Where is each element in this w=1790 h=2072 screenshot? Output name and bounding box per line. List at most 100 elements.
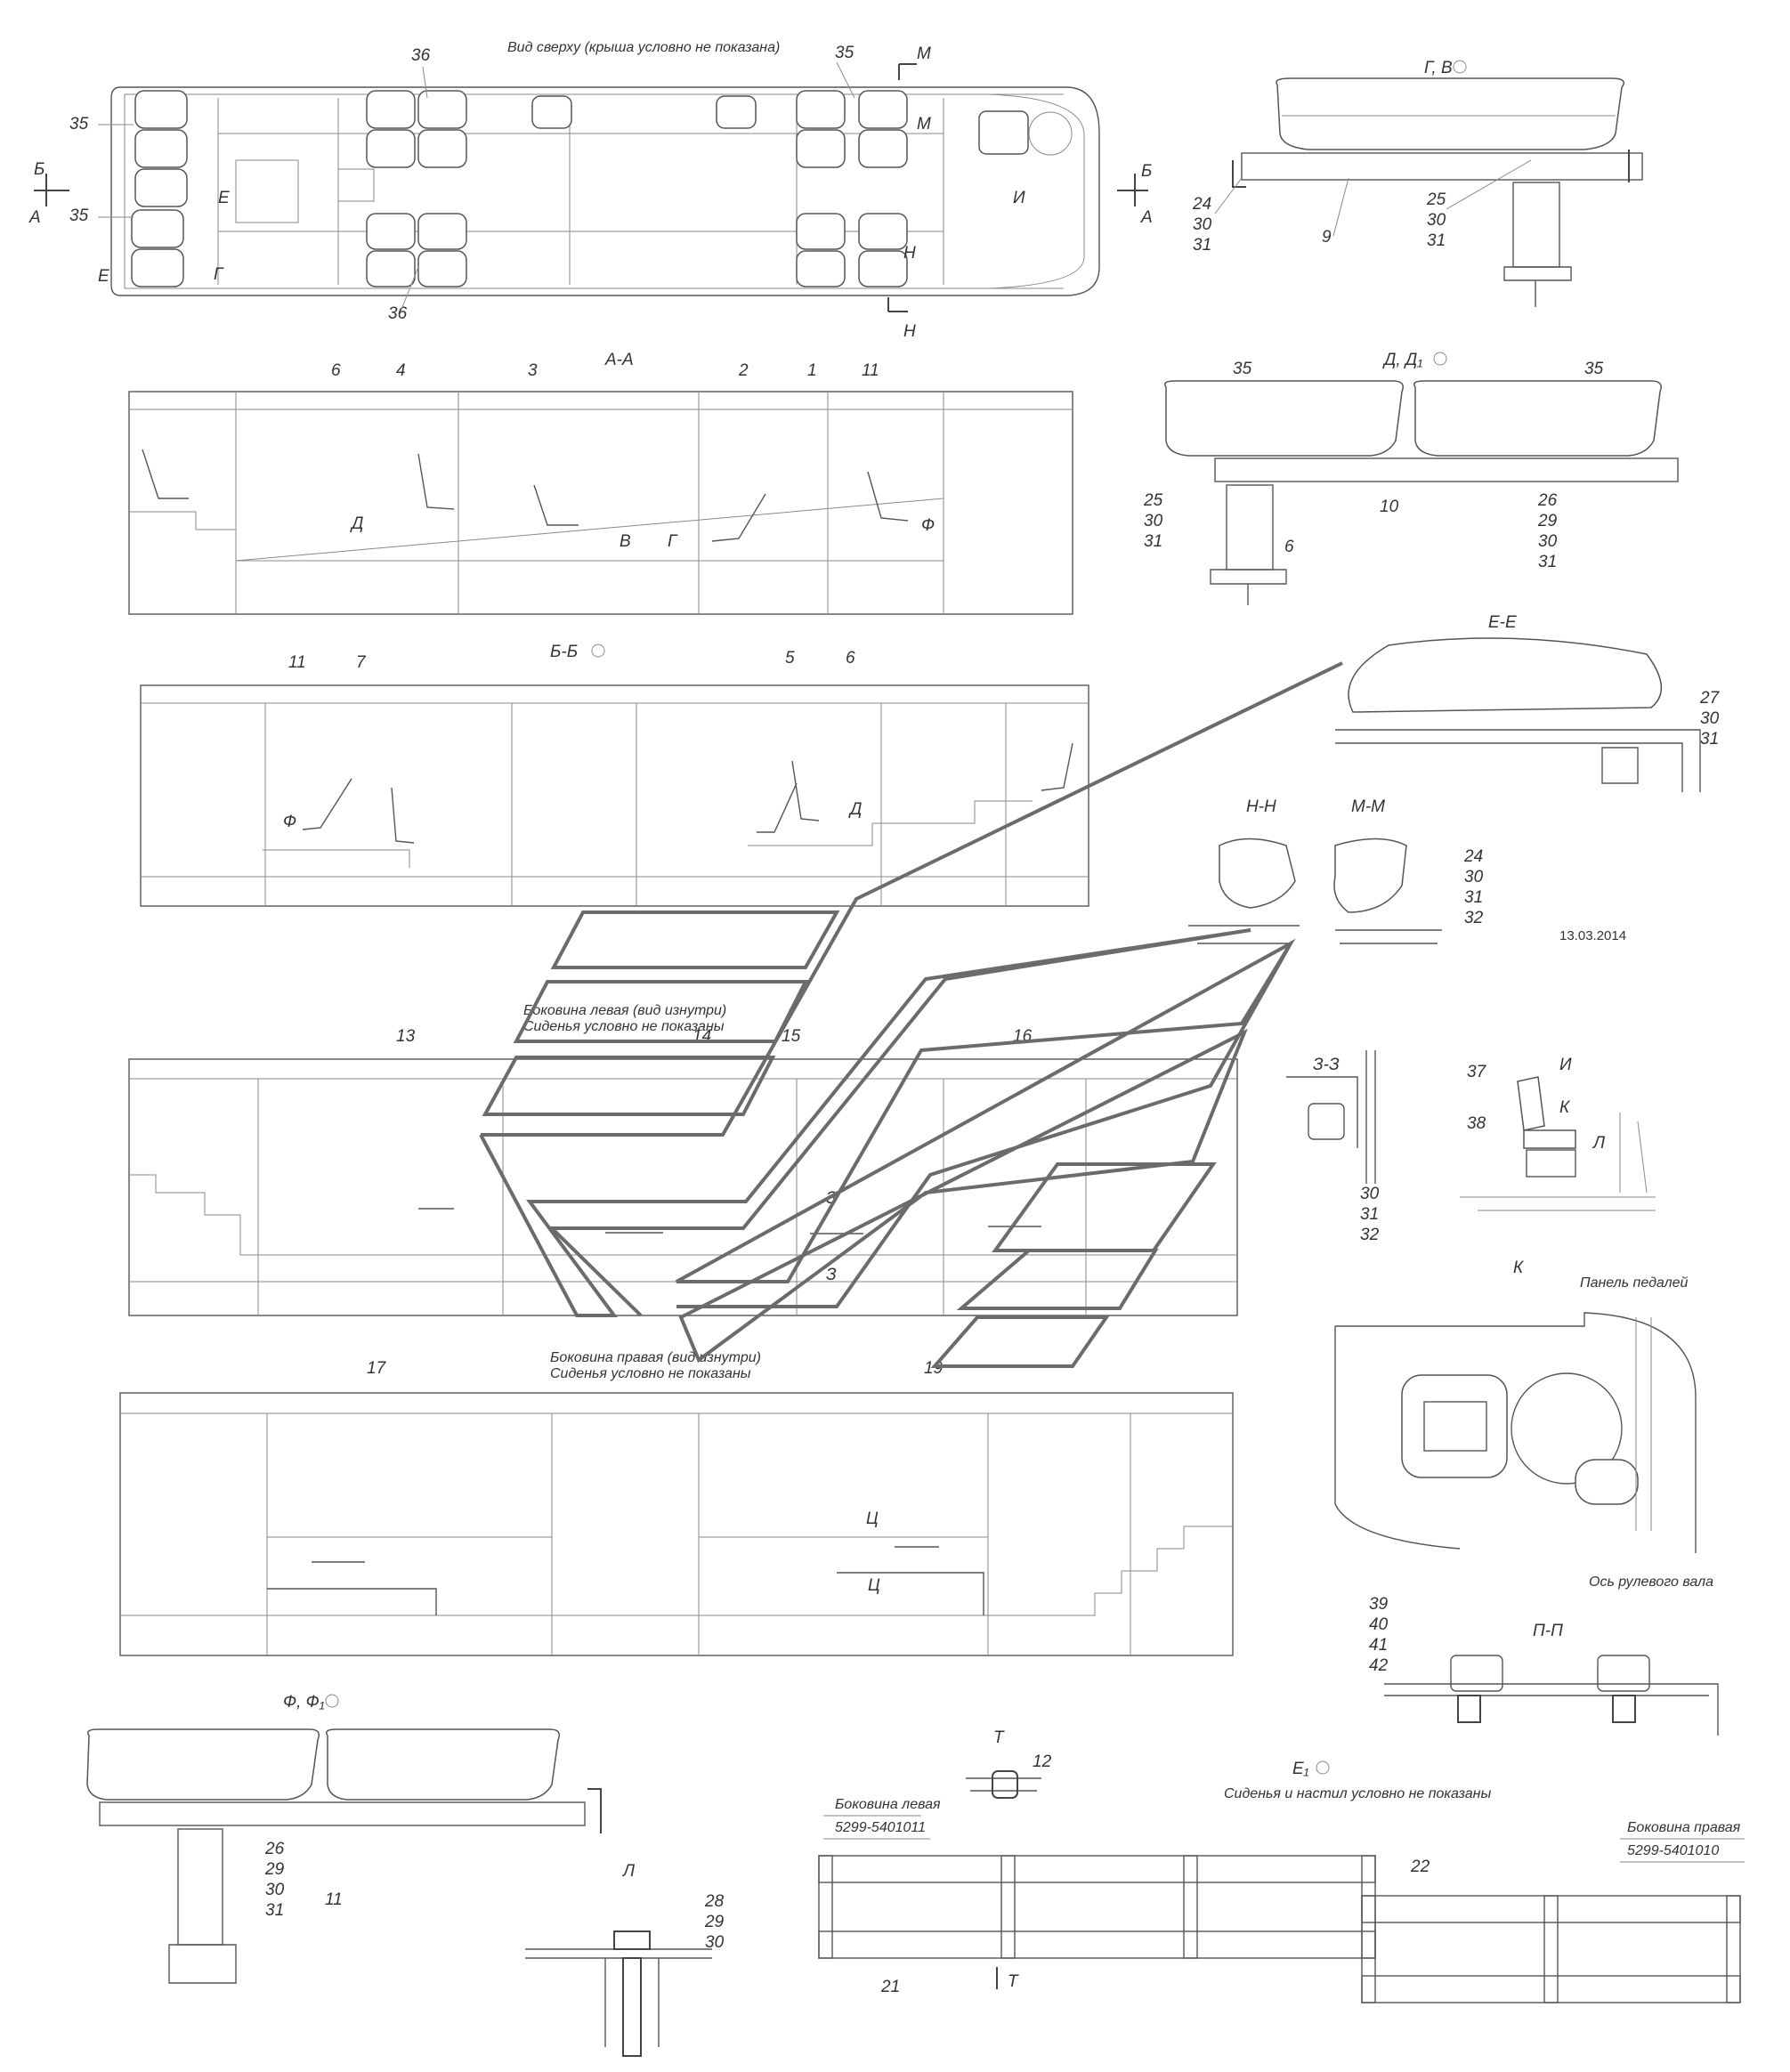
callout-11: 11 bbox=[288, 653, 306, 672]
view-i: И 37 38 К Л bbox=[1460, 1056, 1656, 1211]
section-m-m: М-М 24 30 31 32 bbox=[1333, 797, 1484, 944]
section-letter: Н bbox=[903, 244, 916, 263]
callout-31: 31 bbox=[265, 1901, 284, 1920]
section-letter: М bbox=[917, 115, 931, 134]
callout-31: 31 bbox=[1144, 532, 1162, 551]
view-title: З-З bbox=[1313, 1056, 1340, 1074]
callout-31: 31 bbox=[1427, 231, 1446, 250]
callout-29: 29 bbox=[704, 1913, 725, 1931]
top-view-title: Вид сверху (крыша условно не показана) bbox=[507, 40, 780, 55]
view-g-v: Г, В 9 24 30 31 25 30 31 bbox=[1192, 59, 1643, 307]
callout-35: 35 bbox=[69, 115, 89, 134]
view-note: Сиденья условно не показаны bbox=[550, 1366, 751, 1381]
view-title: Т bbox=[993, 1728, 1005, 1747]
callout-30: 30 bbox=[1360, 1185, 1380, 1203]
part-name: Боковина левая bbox=[835, 1797, 941, 1812]
section-letter: Д bbox=[848, 800, 862, 819]
section-letter: Г bbox=[214, 265, 224, 284]
section-letter: Т bbox=[1008, 1972, 1019, 1991]
part-name: Боковина правая bbox=[1627, 1820, 1741, 1835]
view-title: Д, Д₁ bbox=[1382, 351, 1422, 369]
section-letter: Ф bbox=[283, 813, 296, 831]
callout-31: 31 bbox=[1360, 1205, 1379, 1224]
side-right-interior-view: Боковина правая (вид изнутри) Сиденья ус… bbox=[119, 1350, 1234, 1656]
callout-31: 31 bbox=[1193, 236, 1211, 255]
view-title: К bbox=[1513, 1259, 1525, 1277]
callout-39: 39 bbox=[1369, 1595, 1389, 1614]
view-note: Панель педалей bbox=[1580, 1275, 1689, 1291]
section-letter: Г bbox=[668, 532, 678, 551]
callout-30: 30 bbox=[1427, 211, 1446, 230]
view-title: Е-Е bbox=[1488, 613, 1517, 632]
section-a-a: А-А 6 4 3 2 1 11 Д В Г Ф bbox=[128, 351, 1073, 615]
view-l: Л 28 29 30 bbox=[525, 1862, 725, 2057]
section-letter: Л bbox=[1592, 1134, 1606, 1153]
section-letter: Е bbox=[218, 189, 230, 207]
callout-35: 35 bbox=[1584, 360, 1604, 378]
callout-29: 29 bbox=[264, 1860, 285, 1879]
callout-6: 6 bbox=[1284, 538, 1294, 556]
view-title: Е₁ bbox=[1292, 1760, 1309, 1778]
view-d-d1: Д, Д₁ 35 35 10 6 25 30 31 26 29 30 31 bbox=[1143, 351, 1679, 605]
drawing-date: 13.03.2014 bbox=[1559, 928, 1626, 943]
callout-5: 5 bbox=[785, 649, 795, 668]
callout-10: 10 bbox=[1380, 498, 1399, 516]
callout-17: 17 bbox=[367, 1359, 387, 1378]
callout-3: 3 bbox=[528, 361, 538, 380]
callout-35: 35 bbox=[69, 206, 89, 225]
section-letter: А bbox=[28, 208, 41, 227]
callout-11: 11 bbox=[862, 361, 879, 380]
section-n-n: Н-Н bbox=[1188, 797, 1300, 944]
view-title: М-М bbox=[1351, 797, 1385, 816]
callout-6: 6 bbox=[331, 361, 341, 380]
section-z-z: З-З 30 31 32 bbox=[1286, 1050, 1380, 1244]
callout-30: 30 bbox=[1700, 709, 1720, 728]
callout-25: 25 bbox=[1143, 491, 1163, 510]
callout-36: 36 bbox=[411, 46, 431, 65]
callout-4: 4 bbox=[396, 361, 406, 380]
section-letter: Н bbox=[903, 322, 916, 341]
view-t: Т 12 bbox=[966, 1728, 1052, 1799]
frame-22 bbox=[1361, 1895, 1741, 2003]
side-left-interior-view: Боковина левая (вид изнутри) Сиденья усл… bbox=[128, 1003, 1238, 1316]
view-k: К Панель педалей Ось рулевого вала bbox=[1334, 1259, 1713, 1590]
section-letter: З bbox=[826, 1266, 837, 1284]
callout-11: 11 bbox=[325, 1890, 343, 1909]
view-note: Боковина левая (вид изнутри) bbox=[523, 1003, 726, 1018]
section-letter: А bbox=[1140, 208, 1153, 227]
callout-35: 35 bbox=[1233, 360, 1252, 378]
view-note: Ось рулевого вала bbox=[1589, 1574, 1713, 1590]
section-letter: Б bbox=[1141, 162, 1152, 181]
callout-9: 9 bbox=[1322, 228, 1332, 247]
view-note: Сиденья и настил условно не показаны bbox=[1224, 1786, 1491, 1801]
view-title: А-А bbox=[604, 351, 634, 369]
callout-37: 37 bbox=[1467, 1063, 1487, 1081]
section-letter: Ф bbox=[921, 516, 935, 535]
callout-7: 7 bbox=[356, 653, 367, 672]
callout-38: 38 bbox=[1467, 1114, 1486, 1133]
callout-15: 15 bbox=[782, 1027, 801, 1046]
view-f-f1: Ф, Ф₁ 26 29 30 31 11 bbox=[86, 1693, 602, 1984]
callout-30: 30 bbox=[1144, 512, 1163, 530]
view-title: И bbox=[1559, 1056, 1572, 1074]
section-letter: М bbox=[917, 45, 931, 63]
seat-group-rear-left bbox=[131, 90, 188, 287]
callout-41: 41 bbox=[1369, 1636, 1388, 1655]
callout-32: 32 bbox=[1360, 1226, 1380, 1244]
callout-27: 27 bbox=[1699, 689, 1721, 708]
view-e1: Е₁ Сиденья и настил условно не показаны … bbox=[818, 1760, 1745, 2003]
overlay-leader-outlines bbox=[479, 661, 1343, 1368]
section-p-p: П-П 39 40 41 42 bbox=[1369, 1595, 1719, 1736]
view-title: Ф, Ф₁ bbox=[283, 1693, 325, 1712]
view-title: Г, В bbox=[1424, 59, 1453, 77]
callout-26: 26 bbox=[264, 1840, 285, 1858]
callout-30: 30 bbox=[705, 1933, 725, 1952]
section-letter: Д bbox=[350, 514, 363, 533]
part-number: 5299-5401010 bbox=[1627, 1843, 1719, 1858]
callout-22: 22 bbox=[1410, 1858, 1430, 1876]
callout-25: 25 bbox=[1426, 190, 1446, 209]
view-note: Боковина правая (вид изнутри) bbox=[550, 1350, 761, 1365]
callout-24: 24 bbox=[1463, 847, 1483, 866]
callout-30: 30 bbox=[1193, 215, 1212, 234]
callout-31: 31 bbox=[1538, 553, 1557, 571]
